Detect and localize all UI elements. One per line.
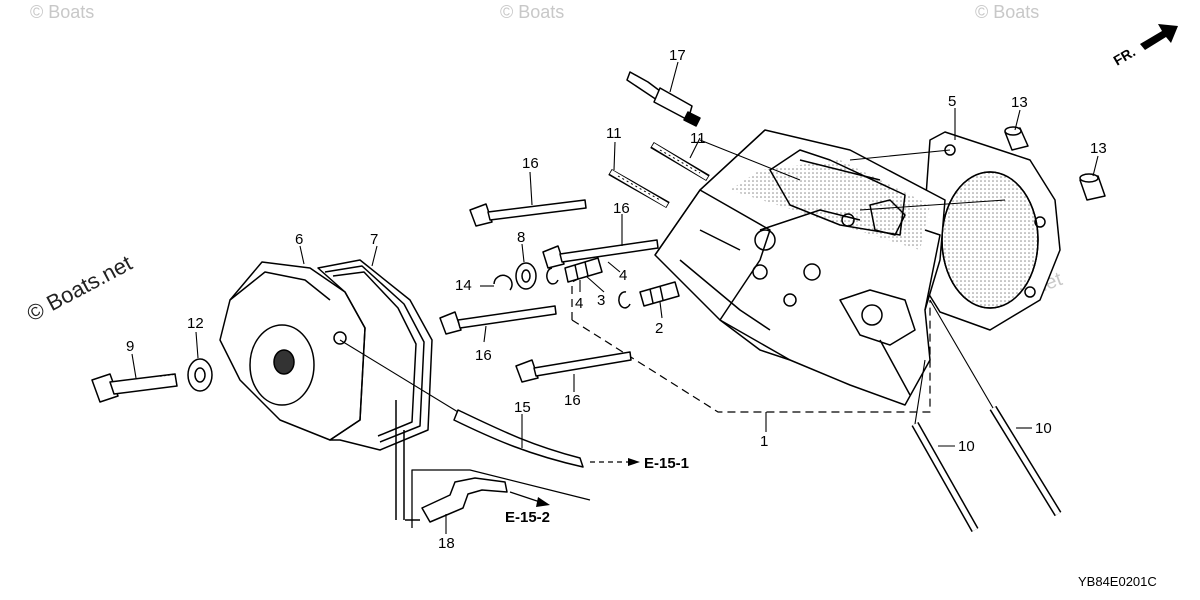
label-part-11a: 11: [606, 125, 622, 142]
clip-4a: [546, 267, 559, 285]
stud-bolt-11a: [608, 168, 670, 209]
label-part-10b: 10: [1035, 420, 1052, 437]
ref-arrow-head-2: [536, 497, 550, 507]
head-cover-gasket: [317, 259, 433, 451]
clip-14: [493, 274, 513, 291]
flange-bolt-16d: [515, 351, 632, 383]
stud-bolt-10b: [989, 405, 1062, 517]
valve-guide-2: [639, 281, 680, 307]
valve-guide-3: [564, 257, 603, 283]
stud-bolt-10a: [911, 422, 979, 532]
ref-arrow-head-1: [628, 458, 640, 466]
label-part-16c: 16: [475, 347, 492, 364]
label-part-14: 14: [455, 277, 472, 294]
label-part-16b: 16: [613, 200, 630, 217]
label-part-9: 9: [126, 338, 134, 355]
label-part-10a: 10: [958, 438, 975, 455]
part-labels: 17 11 11 16 16 8 14 4 3 4 2 16 16 5 13 1…: [126, 47, 1107, 552]
dowel-pin-lower: [1079, 173, 1106, 201]
flange-bolt-16a: [469, 199, 587, 227]
label-part-2: 2: [655, 320, 663, 337]
flange-bolt-16b: [542, 239, 659, 269]
label-part-4a: 4: [575, 295, 583, 312]
label-part-11b: 11: [690, 130, 706, 147]
watermark-left: © Boats.net: [23, 250, 137, 326]
ref-e15-2: E-15-2: [505, 509, 550, 526]
label-part-12: 12: [187, 315, 204, 332]
cylinder-head: [654, 129, 946, 406]
watermark-top-left: © Boats: [30, 2, 94, 22]
label-part-5: 5: [948, 93, 956, 110]
label-part-1: 1: [760, 433, 768, 450]
label-part-18: 18: [438, 535, 455, 552]
spark-plug: [626, 71, 701, 127]
watermark-top-center: © Boats: [500, 2, 564, 22]
ref-e15-1: E-15-1: [644, 455, 689, 472]
stud-bolt-11b: [650, 141, 710, 182]
ref-arrows: [509, 461, 628, 503]
head-cover-bolt: [91, 373, 178, 403]
head-cover: [219, 261, 366, 441]
label-part-13b: 13: [1090, 140, 1107, 157]
drain-tube: [395, 400, 591, 528]
label-part-7: 7: [370, 231, 378, 248]
front-arrow-icon: [1140, 24, 1178, 50]
label-part-17: 17: [669, 47, 686, 64]
sealing-washer: [187, 358, 213, 392]
leader-lines: [131, 61, 1099, 534]
label-part-16d: 16: [564, 392, 581, 409]
front-label: FR.: [1111, 43, 1139, 68]
label-part-13a: 13: [1011, 94, 1028, 111]
flange-bolt-16c: [439, 305, 557, 335]
dowel-pin-upper: [1004, 126, 1029, 151]
label-part-15: 15: [514, 399, 531, 416]
label-part-6: 6: [295, 231, 303, 248]
front-arrow: FR.: [1111, 24, 1178, 69]
label-part-16a: 16: [522, 155, 539, 172]
label-part-4b: 4: [619, 267, 627, 284]
breather-washer: [515, 262, 537, 290]
head-gasket: [919, 131, 1061, 331]
label-part-8: 8: [517, 229, 525, 246]
watermark-top-right: © Boats: [975, 2, 1039, 22]
breather-tube: [453, 409, 584, 468]
label-part-3: 3: [597, 292, 605, 309]
clip-4b: [618, 291, 631, 309]
diagram-code: YB84E0201C: [1078, 574, 1157, 589]
